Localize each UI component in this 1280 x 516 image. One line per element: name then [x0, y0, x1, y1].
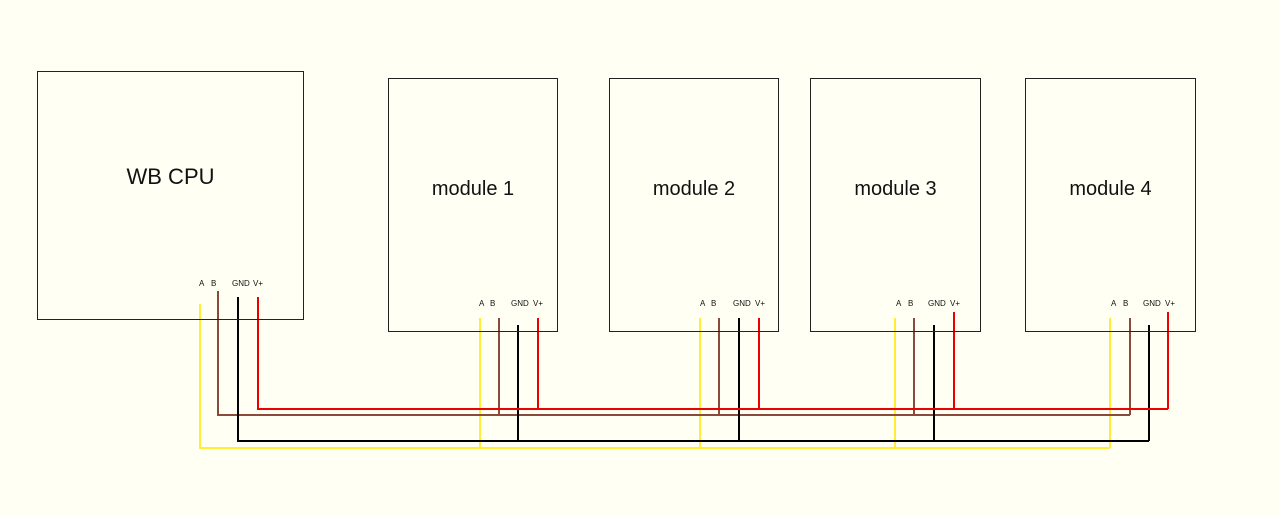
- module-4-pin-b-label: B: [1123, 299, 1129, 308]
- module-1-title: module 1: [431, 178, 515, 200]
- cpu-pin-gnd-label: GND: [232, 279, 250, 288]
- module-4-pin-a-label: A: [1111, 299, 1117, 308]
- wire-a-bus: [199, 304, 1111, 449]
- module-4-title: module 4: [1069, 178, 1152, 200]
- module-1-pin-gnd-label: GND: [511, 299, 529, 308]
- cpu-pin-b-label: B: [211, 279, 217, 288]
- module-2-box: module 2 A B GND V+: [609, 78, 779, 332]
- module-1-pin-a-label: A: [479, 299, 485, 308]
- module-3-pin-gnd-label: GND: [928, 299, 946, 308]
- wire-gnd-bus: [237, 297, 1150, 442]
- module-4-box: module 4 A B GND V+: [1025, 78, 1196, 332]
- cpu-pin-a-label: A: [199, 279, 205, 288]
- wire-vplus-bus: [257, 297, 1169, 410]
- wire-b-bus: [217, 291, 1131, 416]
- module-1-pin-vplus-label: V+: [533, 299, 544, 308]
- module-2-pin-b-label: B: [711, 299, 717, 308]
- module-1-pin-b-label: B: [490, 299, 496, 308]
- cpu-title: WB CPU: [126, 164, 215, 189]
- module-2-pin-gnd-label: GND: [733, 299, 751, 308]
- module-3-pin-a-label: A: [896, 299, 902, 308]
- module-4-pin-gnd-label: GND: [1143, 299, 1161, 308]
- module-4-pin-vplus-label: V+: [1165, 299, 1176, 308]
- module-3-title: module 3: [854, 178, 937, 200]
- cpu-pin-vplus-label: V+: [253, 279, 264, 288]
- module-3-box: module 3 A B GND V+: [810, 78, 981, 332]
- module-1-box: module 1 A B GND V+: [388, 78, 558, 332]
- module-2-pin-vplus-label: V+: [755, 299, 766, 308]
- module-3-pin-b-label: B: [908, 299, 914, 308]
- module-2-title: module 2: [652, 178, 736, 200]
- module-2-pin-a-label: A: [700, 299, 706, 308]
- cpu-box: WB CPU A B GND V+: [37, 71, 304, 320]
- module-3-pin-vplus-label: V+: [950, 299, 961, 308]
